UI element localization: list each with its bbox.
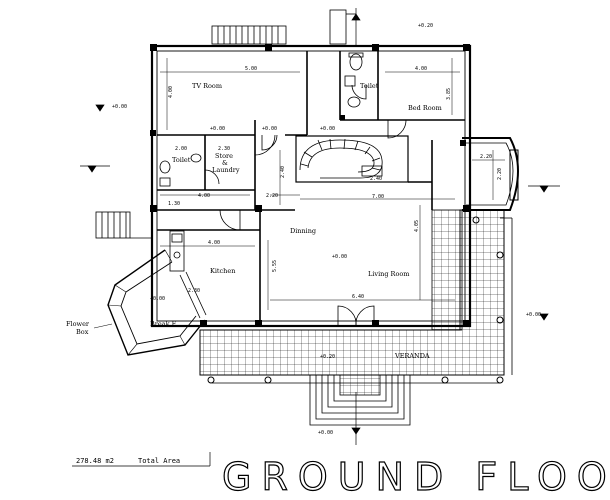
level-markers — [80, 8, 560, 445]
flower-box-bay — [107, 249, 207, 356]
label-flower: Flower — [66, 320, 90, 328]
level-right: +0.00 — [526, 312, 541, 318]
level-labels: +0.20 +0.00 +0.00 +0.00 +0.00 +0.00 +0.0… — [112, 23, 541, 436]
dim-living-h: 4.05 — [414, 220, 420, 232]
total-area-label: Total Area — [138, 457, 180, 465]
dim-right-wing-w: 2.20 — [480, 154, 492, 160]
total-area-value: 278.48 m2 — [76, 457, 114, 465]
label-toilet-lower: Toilet — [172, 156, 191, 164]
interior-walls — [157, 51, 465, 320]
sanitary-fixtures — [159, 52, 364, 187]
doors — [204, 84, 407, 327]
label-store: Store — [215, 152, 233, 160]
dim-kitchen-w: 4.00 — [208, 240, 220, 246]
exterior-walls — [150, 44, 519, 328]
title-block: 278.48 m2 Total Area GROUND FLOOR — [72, 452, 610, 500]
side-stair — [95, 211, 152, 239]
dim-living-w: 6.40 — [352, 294, 364, 300]
dim-kitchen-h: 5.55 — [272, 260, 278, 272]
dim-stair-h: 2.40 — [280, 166, 286, 178]
dimension-lines — [160, 58, 505, 310]
dim-corridor-a: 4.00 — [198, 193, 210, 199]
structural-columns — [150, 44, 470, 327]
dim-bed-height: 3.85 — [446, 88, 452, 100]
kitchen-counter — [169, 230, 185, 272]
dim-stair-w: 7.00 — [372, 194, 384, 200]
spiral-staircase — [299, 138, 383, 179]
level-front: +0.20 — [320, 354, 335, 360]
label-bed-room: Bed Room — [408, 104, 442, 112]
dim-break-w: 2.30 — [188, 288, 200, 294]
drawing-title: GROUND FLOOR — [222, 455, 610, 499]
label-veranda: VERANDA — [394, 352, 430, 360]
front-steps — [309, 374, 411, 426]
dimension-labels: 5.00 4.00 4.00 3.85 2.00 2.30 4.00 2.20 … — [168, 66, 503, 300]
dim-right-wing-h: 2.20 — [497, 168, 503, 180]
top-stair — [211, 9, 356, 45]
dim-small: 1.30 — [168, 201, 180, 207]
level-break: +0.00 — [150, 296, 165, 302]
label-break-f: Break F. — [150, 320, 177, 328]
label-box: Box — [76, 328, 89, 336]
level-top: +0.20 — [418, 23, 433, 29]
room-labels: TV Room Toilet Bed Room Toilet Store & L… — [66, 82, 442, 360]
level-left1: +0.00 — [112, 104, 127, 110]
label-laundry: Laundry — [212, 166, 240, 174]
dim-tv-width: 5.00 — [245, 66, 257, 72]
level-stair-b: +0.00 — [320, 126, 335, 132]
dim-bed-width: 4.00 — [415, 66, 427, 72]
veranda-floor — [199, 209, 513, 384]
level-stair-a: +0.00 — [262, 126, 277, 132]
level-dinning: +0.00 — [332, 254, 347, 260]
level-bottom: +0.00 — [318, 430, 333, 436]
dim-toilet-b: 2.30 — [218, 146, 230, 152]
dim-corridor-b: 2.20 — [266, 193, 278, 199]
label-kitchen: Kitchen — [210, 267, 235, 275]
dim-tv-height: 4.00 — [168, 86, 174, 98]
label-dinning: Dinning — [290, 227, 316, 235]
label-store-amp: & — [222, 159, 228, 167]
label-tv-room: TV Room — [192, 82, 222, 90]
dim-toilet-a: 2.00 — [175, 146, 187, 152]
level-tv: +0.00 — [210, 126, 225, 132]
label-living-room: Living Room — [368, 270, 409, 278]
label-toilet-upper: Toilet — [360, 82, 379, 90]
dim-corridor-c: 2.40 — [370, 176, 382, 182]
